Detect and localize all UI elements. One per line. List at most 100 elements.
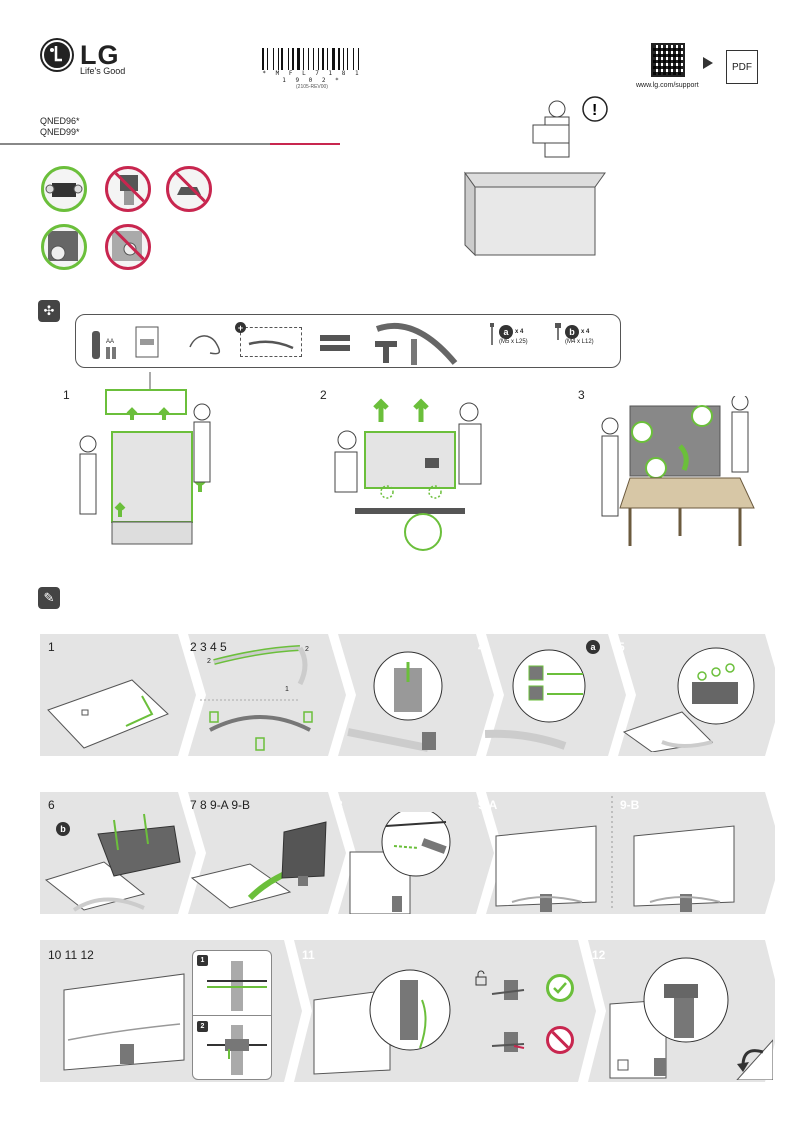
cable-clip-illustration: [313, 969, 451, 1075]
stand-base-icon: [375, 322, 458, 365]
barcode-bar: [302, 48, 304, 70]
barcode-bar: [272, 48, 274, 70]
barcode-bar: [309, 48, 312, 70]
barcode-bar: [318, 48, 320, 70]
svg-text:!: !: [592, 102, 597, 119]
screw-a-letter: a: [499, 325, 513, 339]
support-url[interactable]: www.lg.com/support: [636, 82, 699, 89]
screw-b-letter: b: [565, 325, 579, 339]
barcode-bar: [281, 48, 284, 70]
barcode-bar: [296, 48, 300, 70]
barcode-bar: [340, 48, 342, 70]
manual-icon: [135, 326, 159, 358]
screw-a-group: a x 4 (M5 x L25): [488, 323, 528, 347]
row-2-step-label: 9-A: [478, 798, 498, 812]
brand-tagline: Life's Good: [80, 66, 126, 76]
barcode-bar: [347, 48, 349, 70]
barcode-bar: [325, 48, 327, 70]
barcode-bar: [292, 48, 295, 70]
barcode-bar: [277, 48, 279, 70]
cable-routing-detail: 1 2: [192, 950, 272, 1080]
tools-icon: ✎: [38, 587, 60, 609]
cable-holder-insert-illustration: [349, 812, 451, 914]
screw-b-group: b x 4 (M4 x L12): [554, 323, 594, 347]
barcode-bar: [327, 48, 329, 70]
screw-b-fasten-illustration: [44, 813, 181, 912]
unpack-step-3-number: 3: [578, 388, 585, 402]
barcode-bar: [262, 48, 264, 70]
play-arrow-icon: [703, 56, 713, 74]
screw-a-marker: a: [586, 640, 600, 654]
barcode-bar: [342, 48, 344, 70]
page-turn-icon[interactable]: [733, 1036, 773, 1080]
screw-b-qty: x 4: [581, 329, 590, 335]
barcode-bar: [312, 48, 314, 70]
row-3-step-label: 11: [302, 948, 315, 962]
barcode-bar: [288, 48, 290, 70]
arm-marker: 1: [285, 686, 289, 693]
barcode-bar: [349, 48, 353, 70]
arm-marker: 2: [305, 646, 309, 653]
barcode-block: * M F L 7 1 8 1 1 9 0 2 * (2105-REV00): [262, 46, 362, 90]
barcode-bar: [358, 48, 360, 70]
battery-label: AA: [106, 339, 115, 345]
divider-pink: [270, 143, 340, 145]
screw-a-fasten-illustration: [485, 649, 586, 750]
row-1-step-label: 2 3 4 5: [190, 640, 227, 654]
arm-marker: 2: [207, 658, 211, 665]
hold-frame-ok-icon: [41, 224, 87, 270]
stand-cover-illustration: [622, 647, 755, 752]
check-ok-icon: [546, 974, 574, 1002]
barcode-bar: [322, 48, 325, 70]
stand-neck-attach-illustration: [347, 651, 443, 752]
prohibited-icon: [546, 1026, 574, 1054]
barcode-bar: [329, 48, 331, 70]
pdf-document-icon[interactable]: PDF: [726, 50, 758, 84]
barcode-bar: [279, 48, 281, 70]
unpack-step-2-illustration: [325, 392, 495, 557]
tv-back-lying-illustration: [47, 679, 169, 749]
brand-name: LG: [80, 39, 120, 70]
screw-a-size: (M5 x L25): [499, 339, 528, 345]
unpack-step-1-illustration: [60, 372, 220, 567]
unpack-step-1-number: 1: [63, 388, 70, 402]
barcode-bar: [290, 48, 292, 70]
barcode-bar: [304, 48, 307, 70]
tv-on-stand-9a-illustration: [495, 825, 597, 912]
row-2-step-label: 9-B: [620, 798, 640, 812]
barcode-bar: [344, 48, 347, 70]
barcode-bar: [355, 48, 358, 70]
plus-icon: +: [235, 322, 246, 333]
row-2-step-label: 7 8 9-A 9-B: [190, 798, 251, 812]
barcode-revision: (2105-REV00): [296, 84, 328, 90]
row-3-step-label: 10 11 12: [48, 948, 94, 962]
qr-code-icon: [651, 43, 685, 77]
clip-wrong-illustration: [491, 1032, 525, 1052]
row-2-step-label: 6: [48, 798, 55, 812]
clip-correct-illustration: [491, 980, 525, 1000]
assembly-row-2: 6 7 8 9-A 9-B 8 9-A 9-B b: [40, 792, 775, 914]
screw-a-qty: x 4: [515, 329, 524, 335]
row-1-step-label: 4: [478, 640, 485, 654]
row-1-step-label: 1: [48, 640, 55, 654]
barcode-bar: [300, 48, 302, 70]
pdf-label: PDF: [732, 61, 752, 73]
row-2-step-label: 8: [336, 798, 343, 812]
barcode-bar: [337, 48, 340, 70]
barcode-bar: [295, 48, 296, 70]
screw-icon: [555, 323, 561, 340]
barcode-bar: [331, 48, 335, 70]
cable-cover-illustration: [609, 957, 729, 1079]
model-list: QNED96* QNED99*: [40, 116, 80, 138]
press-screen-no-icon: [105, 224, 151, 270]
barcode-bar: [266, 48, 268, 70]
unlock-icon: [474, 970, 488, 991]
barcode-bar: [284, 48, 288, 70]
screw-b-marker: b: [56, 822, 70, 836]
barcode-bar: [268, 48, 272, 70]
parts-panel: AA + a x 4 (M5 x L25) b x 4: [75, 314, 621, 368]
barcode: [262, 46, 362, 70]
row-3-chevrons: [284, 940, 775, 1082]
power-cable-icon: [189, 335, 221, 355]
tv-on-stand-9b-illustration: [633, 825, 735, 912]
